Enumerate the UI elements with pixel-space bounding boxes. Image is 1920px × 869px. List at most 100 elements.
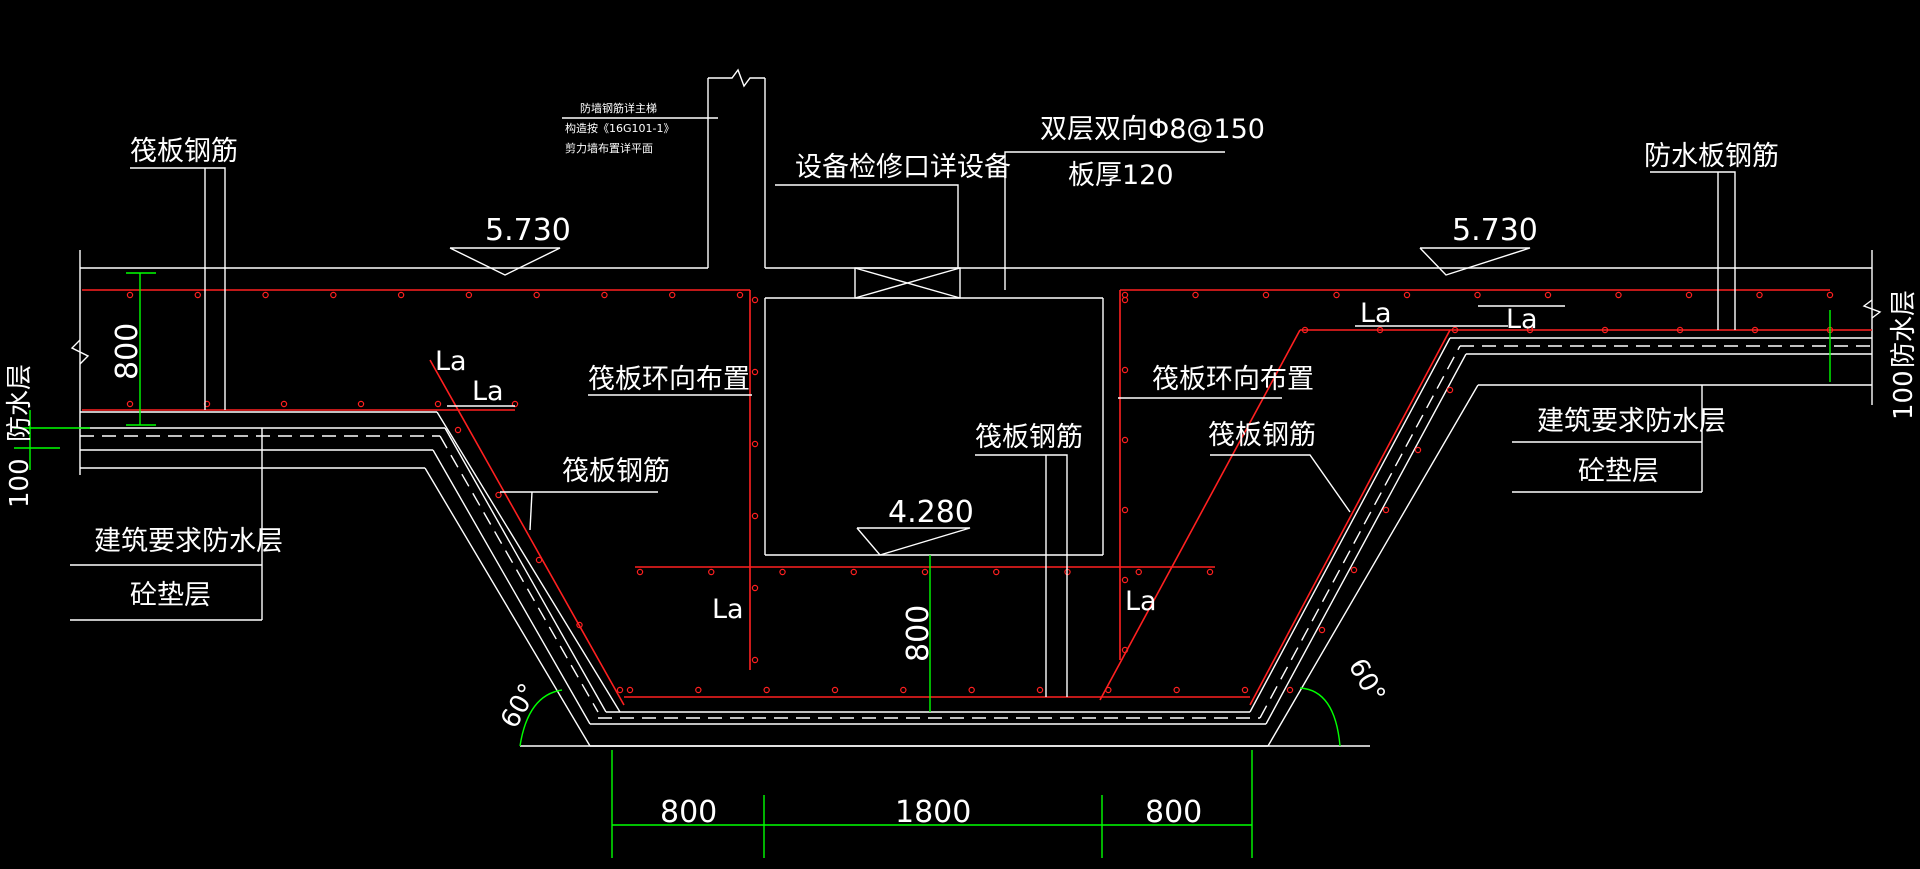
rebar-dot — [1121, 291, 1129, 299]
angle-right-label: 60° — [1342, 654, 1391, 709]
rebar-dot — [850, 568, 857, 576]
rebar-dot — [993, 568, 1000, 576]
rebar-dot — [751, 368, 759, 376]
rebar-dot — [1241, 686, 1249, 694]
rebar-dot — [1382, 506, 1390, 514]
layer-legend-left — [70, 428, 263, 621]
rebar-dot — [831, 686, 839, 694]
anchor-note-line2: 构造按《16G101-1》 — [565, 121, 674, 135]
la-label-5: La — [1360, 298, 1392, 329]
waterproof-layer-left-label: 建筑要求防水层 — [94, 526, 283, 557]
rebar-dot — [1121, 506, 1129, 514]
la-label-2: La — [472, 376, 504, 407]
rebar-dot — [708, 568, 715, 576]
rebar-dot — [1121, 366, 1129, 374]
rebar-dot — [434, 400, 442, 408]
rebar-dot — [751, 296, 759, 304]
rebar-dot — [1135, 568, 1142, 576]
top-slab-outline — [70, 250, 1882, 475]
rebar-dot — [763, 686, 770, 694]
texts: 筏板钢筋 防水板钢筋 防墙钢筋详主梯 构造按《16G101-1》 剪力墙布置详平… — [5, 101, 1919, 830]
cushion-left-label: 砼垫层 — [130, 580, 211, 611]
rebar-dot — [1121, 436, 1129, 444]
rebar-dot — [779, 568, 786, 576]
rebar-dot — [1615, 291, 1622, 299]
rebar-dot — [1446, 386, 1454, 394]
dim-bottom-right: 800 — [1145, 795, 1202, 830]
dim-left-side-100: 100 — [5, 458, 35, 508]
rebar-dot — [194, 291, 201, 299]
rebar-dot — [1414, 446, 1422, 454]
la-label-3: La — [712, 594, 744, 625]
elevation-markers — [449, 247, 1531, 556]
rebar-dot — [601, 291, 608, 299]
rebar-dot — [669, 291, 676, 299]
rebar-dot — [1192, 291, 1199, 299]
rebar-dot — [1121, 576, 1129, 584]
rebar-dot — [1676, 326, 1684, 334]
rebar-dot — [262, 291, 269, 299]
equipment-note-label: 设备检修口详设备 — [795, 152, 1011, 183]
rebar-dot — [1262, 291, 1270, 299]
raft-ring-left-label: 筏板环向布置 — [588, 364, 750, 395]
rebar-dot — [1318, 626, 1326, 634]
rebar-dot — [1173, 686, 1180, 694]
rebar-dot — [495, 491, 502, 499]
rebar-dot — [533, 291, 540, 299]
raft-rebar-center-label: 筏板钢筋 — [975, 422, 1083, 453]
rebar-dot — [921, 568, 929, 576]
rebar-dot — [1544, 291, 1552, 299]
layer-legend-right — [1512, 385, 1703, 493]
dimensions — [14, 272, 1831, 858]
waterproof-rebar-top-right-label: 防水板钢筋 — [1644, 141, 1779, 172]
rebar-dot — [1350, 566, 1358, 574]
elevation-right: 5.730 — [1452, 213, 1538, 248]
rebar-dot — [1121, 646, 1129, 654]
top-wall — [707, 68, 766, 268]
rebar-dot — [1756, 291, 1763, 299]
rebar-dot — [357, 400, 365, 408]
angle-left-label: 60° — [495, 679, 544, 734]
raft-rebar-left-slope-label: 筏板钢筋 — [562, 456, 670, 487]
rebar-dot — [751, 512, 759, 520]
rebar-dot — [751, 440, 759, 448]
rebar-dot — [330, 291, 337, 299]
leaders — [130, 117, 1736, 697]
slab-rebar-label: 双层双向Φ8@150 — [1040, 114, 1265, 145]
rebar-dot — [695, 686, 702, 694]
rebar-dot — [1751, 326, 1759, 334]
la-label-6: La — [1506, 304, 1538, 335]
rebar-dot — [616, 686, 624, 694]
rebar-dot — [900, 686, 907, 694]
raft-rebar-right-slope-label: 筏板钢筋 — [1208, 420, 1316, 451]
rebar-dot — [751, 584, 759, 592]
rebar-dot — [465, 291, 473, 299]
dim-left-height: 800 — [110, 323, 145, 380]
rebar-dot — [126, 291, 134, 299]
bottom-layers — [520, 711, 1370, 747]
right-layers — [1249, 337, 1872, 747]
dim-pit-depth: 800 — [901, 605, 936, 662]
rebar-dot — [1474, 291, 1481, 299]
la-label-4: La — [1125, 586, 1157, 617]
elevation-left: 5.730 — [485, 213, 571, 248]
rebar-dot — [1403, 291, 1411, 299]
rebar-dot — [1286, 686, 1294, 694]
rebar-dot — [636, 568, 644, 576]
rebar-dot — [126, 400, 134, 408]
rebar-dot — [736, 291, 744, 299]
rebar-dot — [535, 556, 543, 564]
rebar-dot — [1376, 326, 1384, 334]
rebar-dot — [626, 686, 634, 694]
waterproof-layer-right-label: 建筑要求防水层 — [1537, 406, 1726, 437]
anchor-note-line1: 防墙钢筋详主梯 — [580, 101, 657, 115]
rebar-dot — [751, 656, 759, 664]
dim-right-side-100: 100 — [1889, 370, 1919, 420]
waterproof-side-left-label: 防水层 — [5, 364, 35, 442]
rebar-dot — [968, 686, 975, 694]
rebar-dot — [1333, 291, 1340, 299]
elevation-pit: 4.280 — [888, 495, 974, 530]
rebar-dot — [397, 291, 405, 299]
rebar-dot — [1451, 326, 1459, 334]
